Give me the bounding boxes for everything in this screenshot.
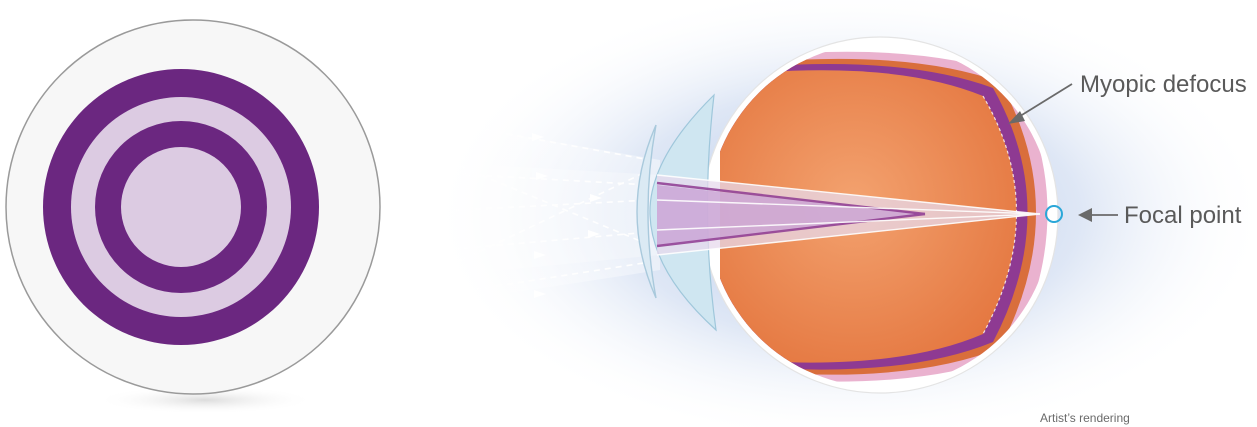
- focal-point-label: Focal point: [1124, 204, 1241, 228]
- artist-rendering-caption: Artist’s rendering: [1040, 412, 1130, 424]
- lens-center: [121, 147, 241, 267]
- contact-lens-icon: [6, 20, 380, 414]
- myopic-defocus-label: Myopic defocus: [1080, 73, 1247, 97]
